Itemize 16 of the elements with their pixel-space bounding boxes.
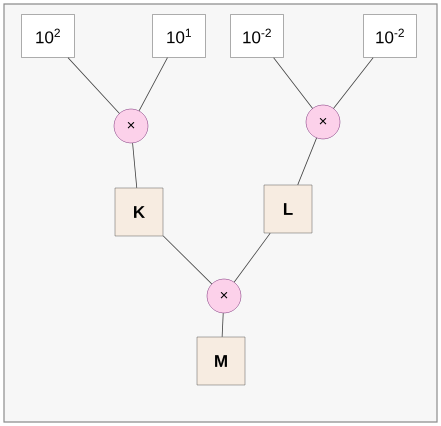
variable-box: M (196, 336, 246, 386)
variable-box: L (264, 184, 312, 234)
number-box: 10$^{-2}$ (230, 14, 284, 58)
connector-line (222, 312, 224, 338)
connector-line (68, 57, 120, 114)
connector-line (234, 232, 271, 283)
connector-line (162, 236, 212, 284)
number-box: 10$^{-2}$ (363, 14, 417, 58)
connector-line (297, 138, 317, 186)
variable-box: K (114, 188, 164, 236)
connector-line (138, 57, 168, 112)
connector-line (333, 57, 374, 109)
connector-line (273, 57, 313, 109)
number-box: 10$^{1}$ (152, 14, 206, 58)
connector-line (132, 142, 138, 188)
number-box: 10$^{2}$ (21, 14, 75, 58)
